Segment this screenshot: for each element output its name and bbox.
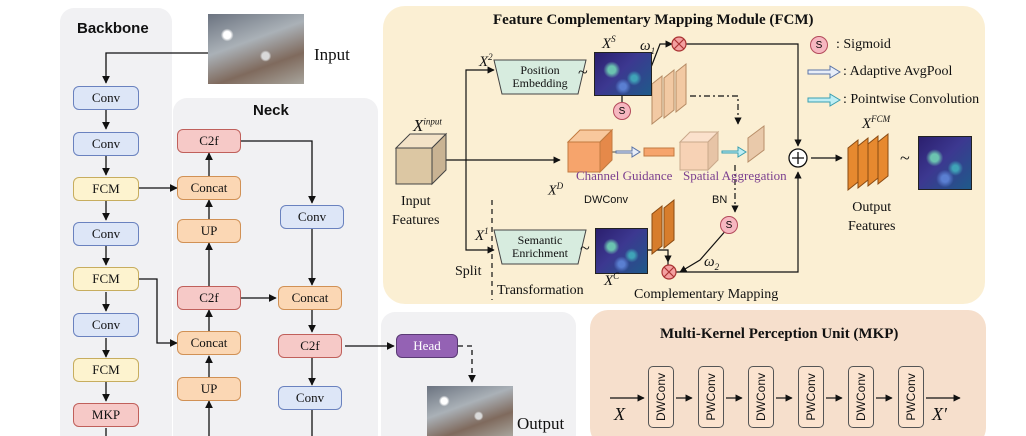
backbone-block: FCM (73, 267, 139, 291)
neck-concat-1: Concat (177, 176, 241, 200)
xfcm-heatmap (918, 136, 972, 190)
spatial-aggregation-label: Spatial Aggregation (683, 168, 787, 183)
omega1-label: ω1 (640, 38, 656, 56)
pwconv-arrow (721, 146, 747, 158)
neck-title: Neck (253, 102, 289, 119)
tilde-output: ~ (900, 148, 910, 168)
top-slice-stack (651, 62, 687, 126)
mkp-output-label: X′ (932, 404, 947, 424)
input-image (208, 14, 304, 84)
dwconv-slice-stack (651, 198, 675, 256)
position-embedding-shape (493, 59, 587, 95)
spatial-aggregation-cube (678, 130, 720, 172)
mkp-panel (590, 310, 986, 436)
backbone-block: Conv (73, 132, 139, 156)
legend-avgpool-arrow (807, 65, 841, 79)
semantic-enrichment-label: Semantic Enrichment (512, 233, 568, 260)
semantic-enrichment-shape (493, 229, 587, 265)
channel-guidance-cube (566, 128, 614, 174)
omega2-label: ω2 (704, 254, 720, 272)
output-label: Output (517, 414, 565, 433)
output-image (427, 386, 513, 436)
multiply-symbol-2 (661, 264, 677, 280)
backbone-block: FCM (73, 177, 139, 201)
mkp-input-label: X (614, 404, 625, 424)
neck-c2f-top: C2f (177, 129, 241, 153)
backbone-block: MKP (73, 403, 139, 427)
mkp-block: PWConv (898, 366, 924, 428)
output-features-label: Output Features (848, 200, 896, 234)
sigmoid-icon-1: S (613, 102, 631, 120)
position-embedding-label: Position Embedding (512, 63, 568, 90)
bn-label: BN (712, 194, 728, 206)
xs-heatmap (594, 52, 652, 96)
multiply-symbol-1 (671, 36, 687, 52)
neck-concat-2: Concat (177, 331, 241, 355)
backbone-title: Backbone (77, 20, 149, 37)
backbone-block: Conv (73, 86, 139, 110)
mkp-block: PWConv (698, 366, 724, 428)
backbone-block: FCM (73, 358, 139, 382)
sigmoid-icon-2: S (720, 216, 738, 234)
neck-c2f-right: C2f (278, 334, 342, 358)
tilde-top: ~ (578, 62, 588, 82)
channel-bar (643, 147, 675, 157)
neck-up-2: UP (177, 377, 241, 401)
mkp-block: PWConv (798, 366, 824, 428)
input-label: Input (314, 45, 350, 64)
spatial-slice (747, 125, 765, 163)
backbone-block: Conv (73, 222, 139, 246)
complementary-mapping-label: Complementary Mapping (634, 287, 779, 302)
mkp-block: DWConv (848, 366, 874, 428)
mkp-block: DWConv (748, 366, 774, 428)
x1-label: X1 (475, 226, 489, 244)
x2-label: X2 (479, 52, 493, 70)
xc-label: XC (604, 271, 620, 289)
fcm-title: Feature Complementary Mapping Module (FC… (493, 12, 814, 28)
mkp-title: Multi-Kernel Perception Unit (MKP) (660, 326, 899, 342)
neck-conv-right: Conv (280, 205, 344, 229)
x-input-label: Xinput (413, 116, 442, 135)
mkp-block: DWConv (648, 366, 674, 428)
transformation-label: Transformation (497, 283, 584, 298)
neck-up-1: UP (177, 219, 241, 243)
channel-guidance-label: Channel Guidance (576, 168, 673, 183)
head-block: Head (396, 334, 458, 358)
xfcm-label: XFCM (862, 114, 891, 132)
avgpool-arrow (615, 146, 641, 158)
xs-label: XS (602, 34, 616, 52)
tilde-bottom: ~ (580, 238, 590, 258)
split-label: Split (455, 264, 482, 279)
xc-heatmap (595, 228, 648, 274)
dwconv-label: DWConv (584, 194, 629, 206)
legend-pwconv-arrow (807, 93, 841, 107)
backbone-block: Conv (73, 313, 139, 337)
add-symbol (788, 148, 808, 168)
neck-c2f-mid: C2f (177, 286, 241, 310)
output-feature-stack (847, 132, 889, 192)
input-features-cube (394, 132, 448, 186)
legend-avgpool-text: : Adaptive AvgPool (843, 64, 953, 79)
input-features-label: Input Features (392, 194, 440, 228)
legend-sigmoid-text: : Sigmoid (836, 37, 891, 52)
legend-sigmoid-icon: S (810, 36, 828, 54)
xd-label: XD (548, 181, 564, 199)
legend-pwconv-text: : Pointwise Convolution (843, 92, 980, 107)
neck-concat-right: Concat (278, 286, 342, 310)
neck-conv-right-bottom: Conv (278, 386, 342, 410)
